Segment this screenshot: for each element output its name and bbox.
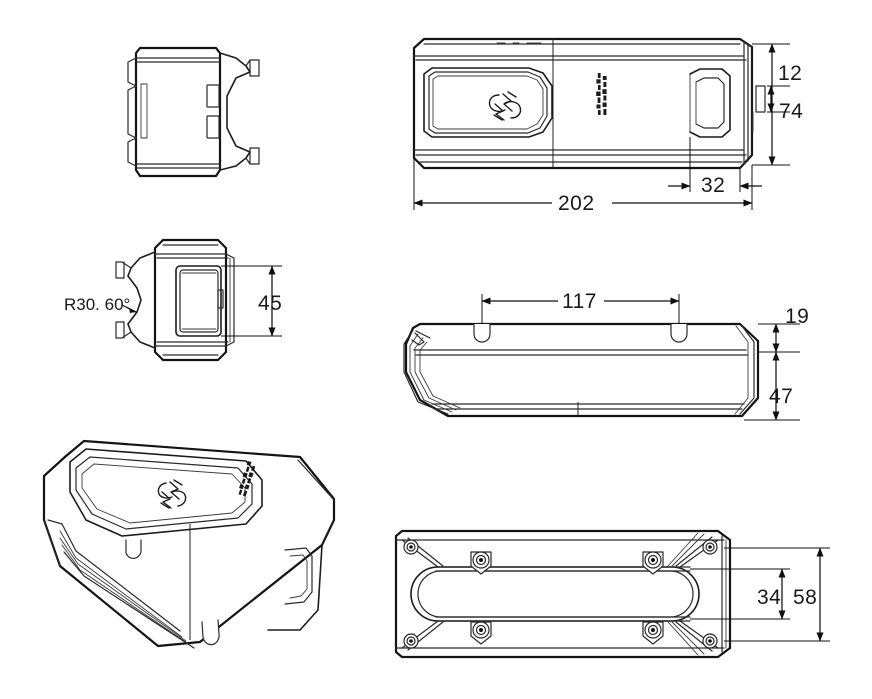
dimension-58-label: 58 [793, 586, 817, 609]
screw-boss-group [403, 539, 718, 649]
dimension-47-label: 47 [769, 385, 793, 408]
note-radius-angle: R30. 60° [64, 295, 137, 314]
dimension-202-label: 202 [558, 192, 595, 215]
view-isometric [42, 439, 336, 649]
dimension-117-label: 117 [562, 290, 597, 313]
swirl-logo [488, 91, 522, 121]
dimension-117: 117 [481, 290, 680, 324]
dimension-34: 34 [690, 568, 790, 620]
dimension-74: 74 [752, 43, 803, 166]
dimension-47: 47 [744, 351, 800, 421]
view-front: 12 74 32 202 [412, 37, 803, 215]
dimension-19-label: 19 [785, 305, 809, 328]
note-radius-angle-label: R30. 60° [64, 295, 130, 314]
dimension-45-label: 45 [258, 292, 282, 315]
dimension-32-label: 32 [701, 174, 725, 197]
dimension-74-label: 74 [779, 100, 803, 123]
dimension-32: 32 [668, 137, 762, 197]
swirl-logo-iso [157, 479, 187, 509]
brand-text-iso [238, 460, 256, 497]
view-end-upper-left [127, 46, 260, 178]
view-end-left: 45 R30. 60° [64, 238, 282, 362]
dimension-12-label: 12 [778, 62, 802, 85]
mounting-boss-group [470, 551, 664, 645]
dimension-58: 58 [724, 547, 830, 642]
view-side: 117 19 47 [403, 290, 809, 421]
dimension-45: 45 [221, 265, 282, 337]
brand-text-front [596, 73, 607, 115]
dimension-202: 202 [413, 158, 753, 215]
view-bottom: 34 58 [394, 529, 830, 659]
dimension-34-label: 34 [757, 586, 781, 609]
